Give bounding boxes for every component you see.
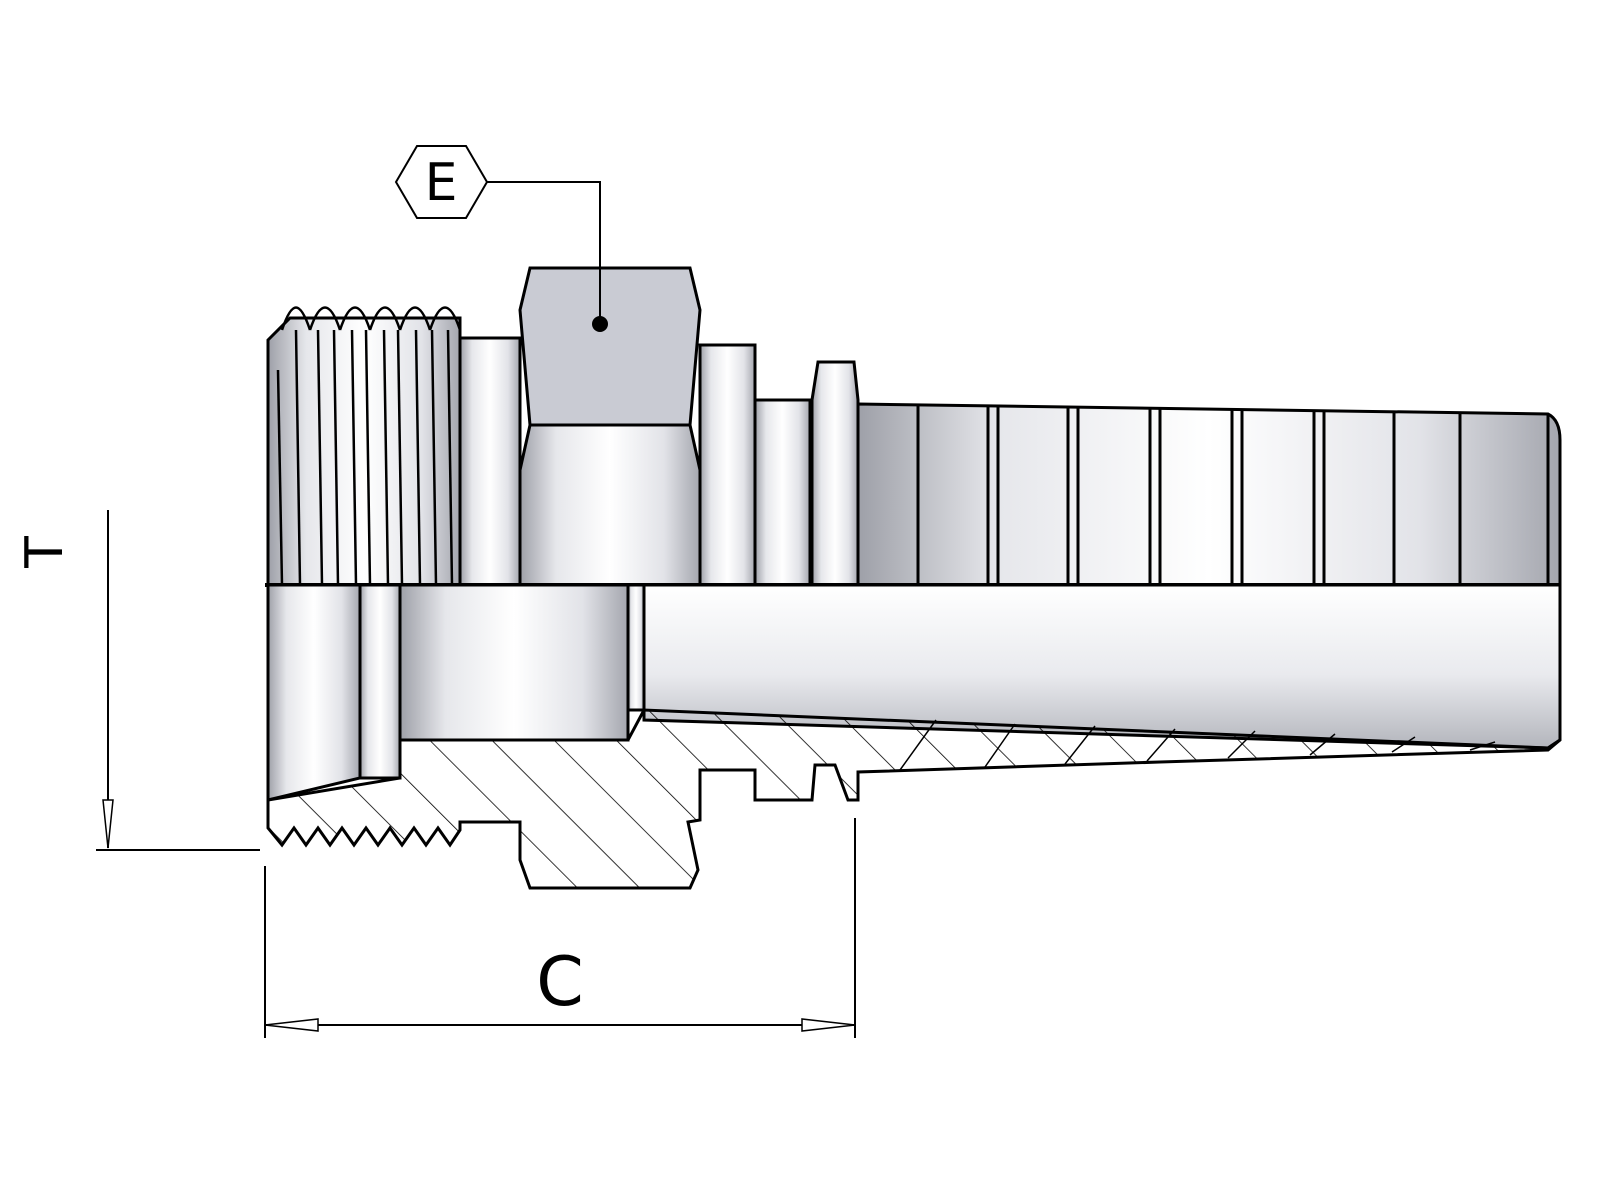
hose-tail — [856, 402, 1562, 587]
hex-nut — [518, 266, 702, 587]
section-wall — [266, 708, 1561, 890]
dimension-c: C — [264, 818, 856, 1038]
length-label: C — [536, 943, 583, 1022]
bore — [266, 583, 1562, 802]
groove — [753, 398, 812, 587]
callout-dot — [592, 316, 608, 332]
hex-label-callout: E — [394, 145, 608, 332]
dimension-t: T — [15, 510, 260, 851]
thread-section — [266, 306, 462, 587]
neck — [458, 336, 522, 587]
ring-collar — [810, 360, 860, 587]
hex-label: E — [425, 153, 458, 213]
thread-label: T — [15, 536, 75, 569]
collar — [698, 343, 757, 587]
